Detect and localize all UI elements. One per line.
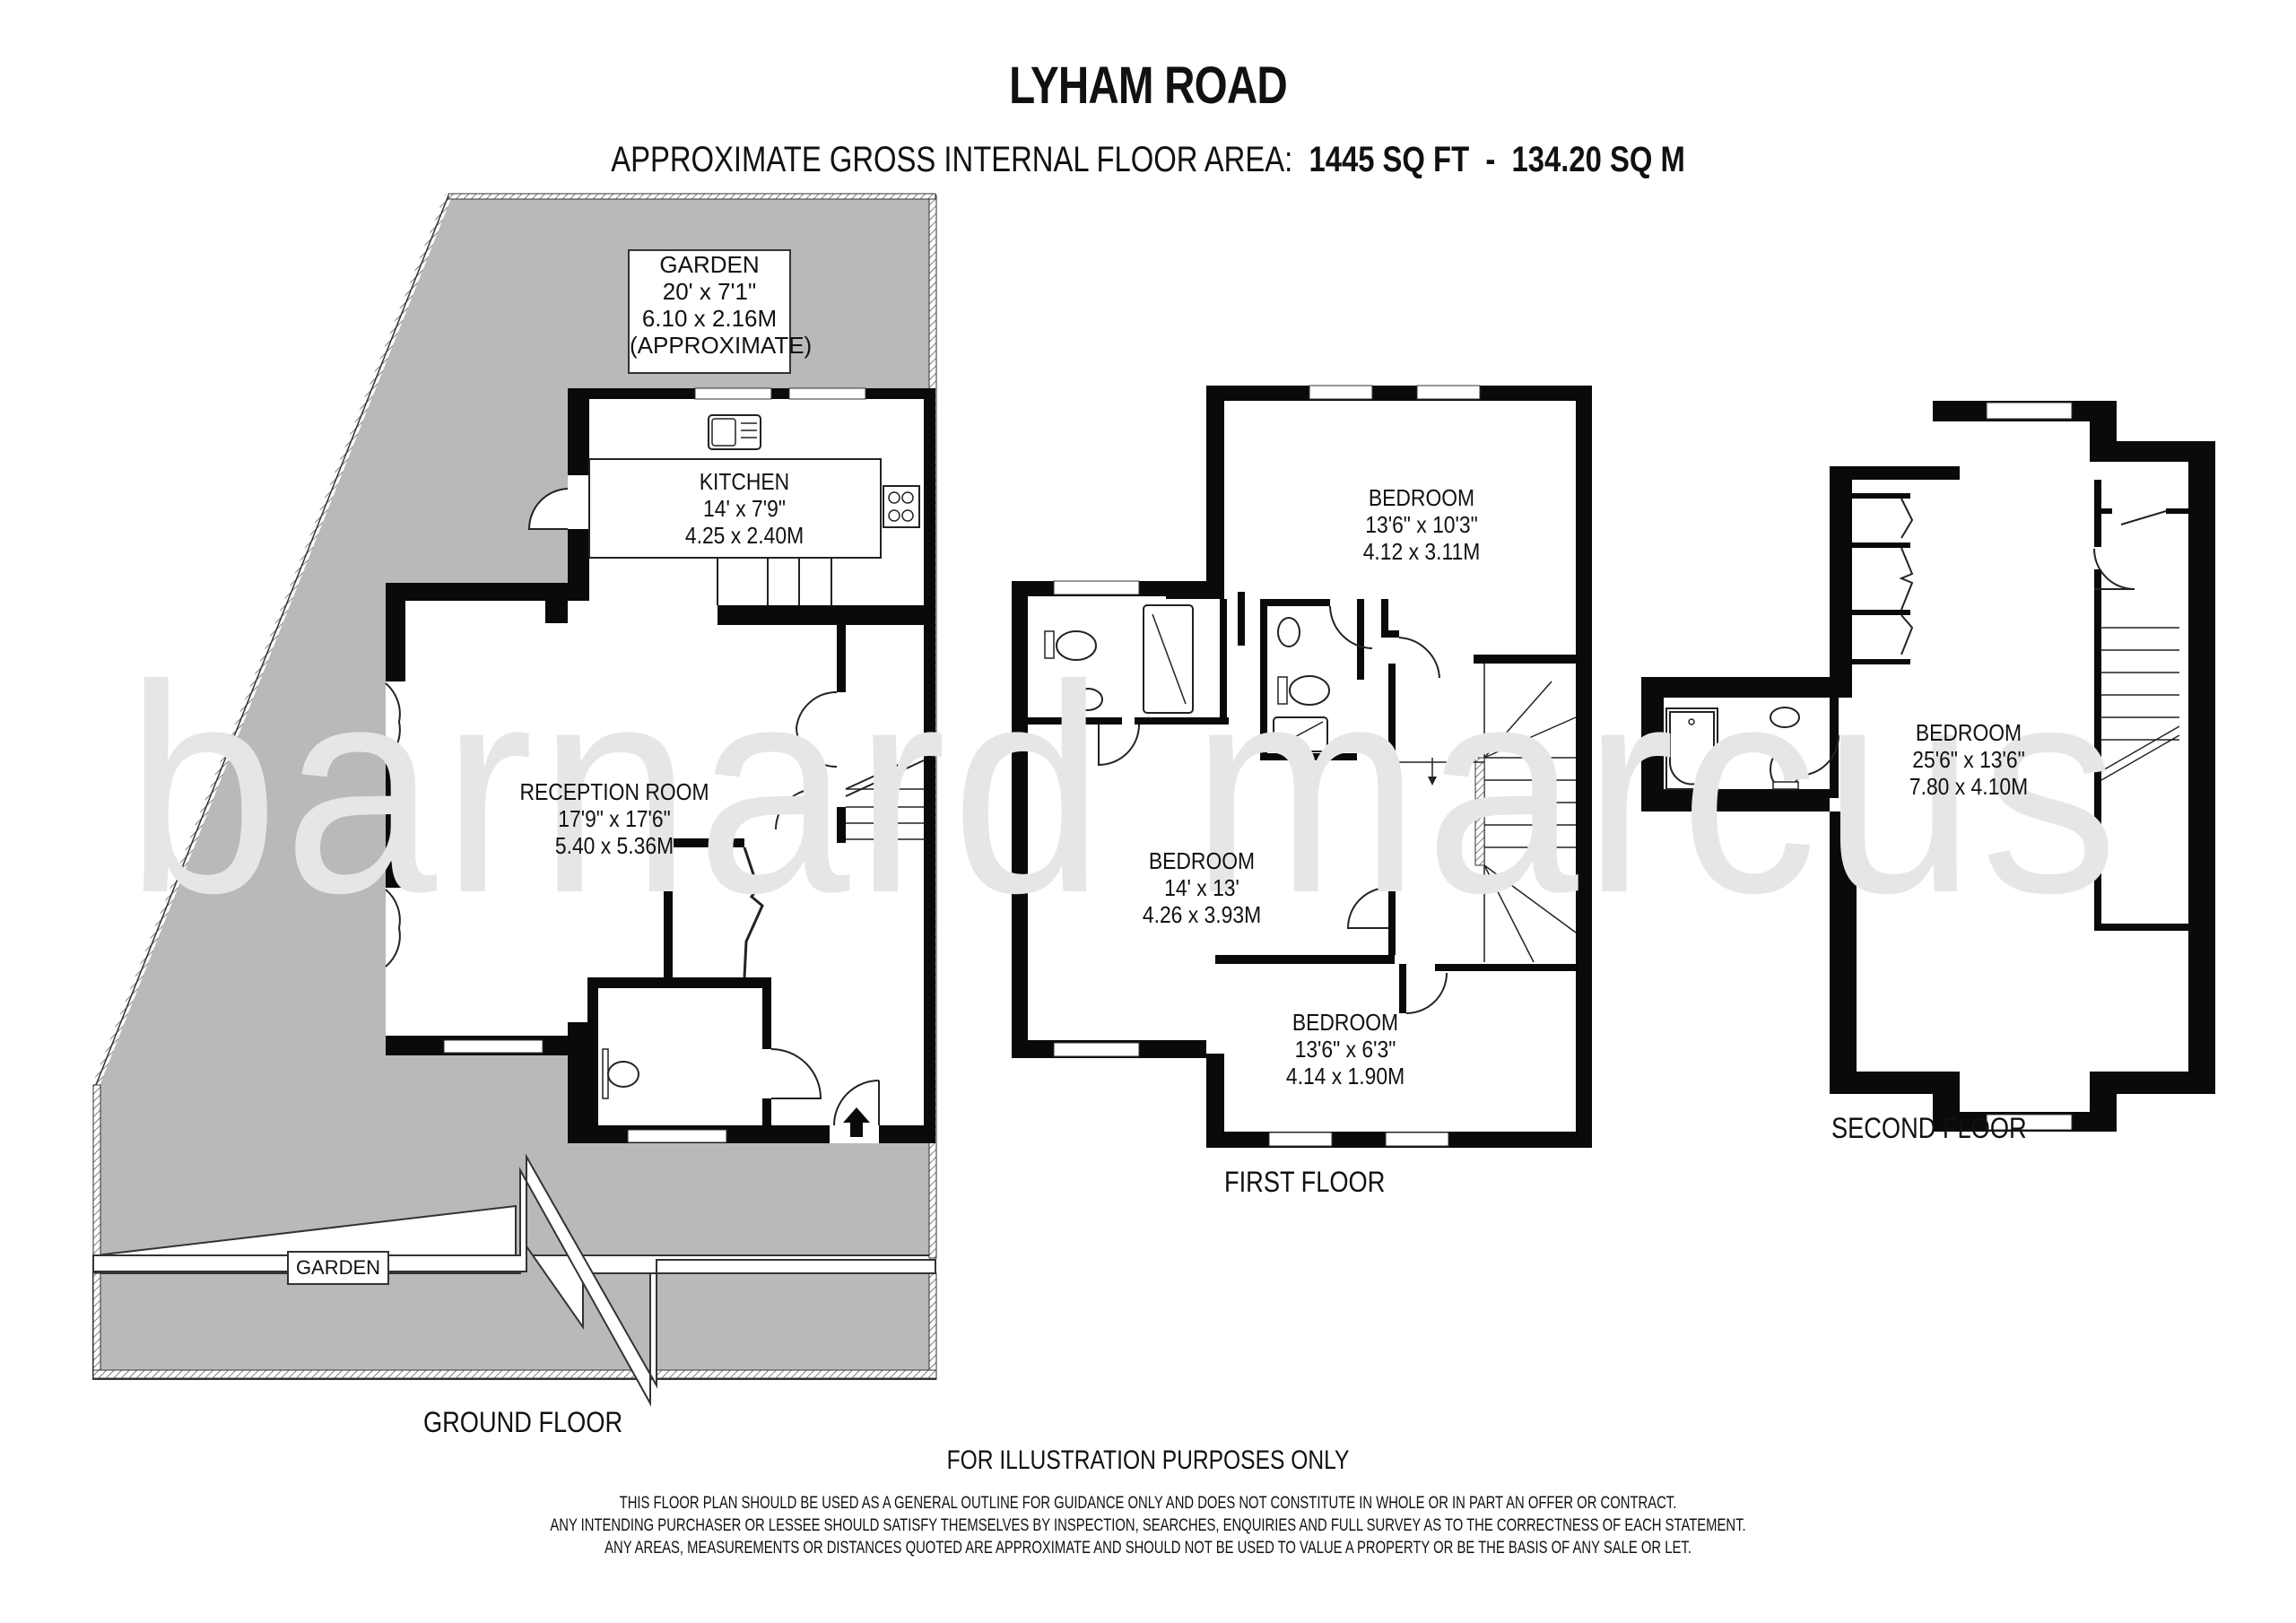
room-name: BEDROOM (1148, 847, 1256, 874)
area-separator: - (1485, 140, 1496, 179)
room-label-reception: RECEPTION ROOM 17'9" x 17'6" 5.40 x 5.36… (500, 778, 728, 859)
entrance-arrow-icon (843, 1107, 870, 1137)
first-floor-plan (1012, 385, 1592, 1148)
room-label-bedroom-rear: BEDROOM 13'6" x 10'3" 4.12 x 3.11M (1343, 484, 1500, 565)
garden-bottom-name: GARDEN (295, 1256, 381, 1279)
floor-name-second: SECOND FLOOR (1831, 1112, 2027, 1144)
page-title: LYHAM ROAD (1009, 56, 1288, 115)
room-dimensions-metric: 4.26 x 3.93M (1142, 901, 1262, 928)
room-dimensions-metric: 4.25 x 2.40M (684, 522, 804, 549)
area-sqm: 134.20 SQ M (1511, 140, 1685, 179)
room-name: RECEPTION ROOM (519, 778, 709, 805)
room-dimensions-imperial: 14' x 7'9" (703, 495, 786, 522)
toilet-icon (1289, 675, 1330, 706)
shower-tray-icon (1143, 604, 1194, 714)
room-dimensions-imperial: 13'6" x 6'3" (1294, 1036, 1396, 1063)
room-name: BEDROOM (1368, 484, 1475, 511)
garden-top-imperial: 20' x 7'1" (662, 278, 757, 305)
garden-bottom-label: GARDEN (287, 1251, 389, 1285)
area-label: APPROXIMATE GROSS INTERNAL FLOOR AREA: (611, 140, 1293, 179)
room-label-bedroom-main: BEDROOM 14' x 13' 4.26 x 3.93M (1123, 847, 1281, 928)
disclaimer-line: THIS FLOOR PLAN SHOULD BE USED AS A GENE… (619, 1494, 1677, 1513)
room-label-kitchen: KITCHEN 14' x 7'9" 4.25 x 2.40M (665, 468, 823, 549)
second-floor-plan (1641, 401, 2215, 1132)
floor-name-first: FIRST FLOOR (1224, 1166, 1386, 1198)
room-dimensions-metric: 7.80 x 4.10M (1909, 773, 2029, 800)
room-dimensions-imperial: 14' x 13' (1164, 874, 1239, 901)
room-dimensions-imperial: 25'6" x 13'6" (1912, 746, 2025, 773)
room-name: KITCHEN (699, 468, 790, 495)
room-dimensions-metric: 4.12 x 3.11M (1362, 538, 1481, 565)
room-label-bedroom-second-floor: BEDROOM 25'6" x 13'6" 7.80 x 4.10M (1890, 719, 2048, 800)
toilet-icon (1056, 630, 1097, 661)
illustration-notice: FOR ILLUSTRATION PURPOSES ONLY (946, 1445, 1350, 1475)
brand-watermark: barnard marcus (126, 623, 2124, 954)
basin-icon (1073, 688, 1103, 711)
room-dimensions-imperial: 13'6" x 10'3" (1365, 511, 1478, 538)
garden-top-note: (APPROXIMATE) (630, 332, 813, 359)
room-dimensions-imperial: 17'9" x 17'6" (558, 805, 671, 832)
bath-icon (1665, 707, 1718, 790)
ground-floor-house (385, 387, 935, 1143)
room-label-bedroom-front: BEDROOM 13'6" x 6'3" 4.14 x 1.90M (1266, 1009, 1424, 1089)
disclaimer-line: ANY INTENDING PURCHASER OR LESSEE SHOULD… (550, 1516, 1746, 1535)
floor-name-ground: GROUND FLOOR (423, 1406, 623, 1438)
floor-area-summary: APPROXIMATE GROSS INTERNAL FLOOR AREA: 1… (206, 140, 2089, 180)
toilet-icon (607, 1061, 639, 1088)
room-name: BEDROOM (1292, 1009, 1399, 1036)
garden-top-metric: 6.10 x 2.16M (641, 305, 778, 332)
basin-icon (1277, 617, 1300, 647)
room-name: BEDROOM (1915, 719, 2022, 746)
disclaimer-line: ANY AREAS, MEASUREMENTS OR DISTANCES QUO… (604, 1539, 1692, 1558)
garden-top-label: GARDEN 20' x 7'1" 6.10 x 2.16M (APPROXIM… (628, 249, 813, 374)
room-dimensions-metric: 4.14 x 1.90M (1285, 1063, 1405, 1089)
basin-icon (1770, 707, 1800, 728)
garden-top-name: GARDEN (659, 251, 760, 278)
room-dimensions-metric: 5.40 x 5.36M (554, 832, 674, 859)
hob-icon (883, 485, 920, 528)
area-sqft: 1445 SQ FT (1309, 140, 1470, 179)
disclaimer-text: THIS FLOOR PLAN SHOULD BE USED AS A GENE… (253, 1492, 2044, 1559)
